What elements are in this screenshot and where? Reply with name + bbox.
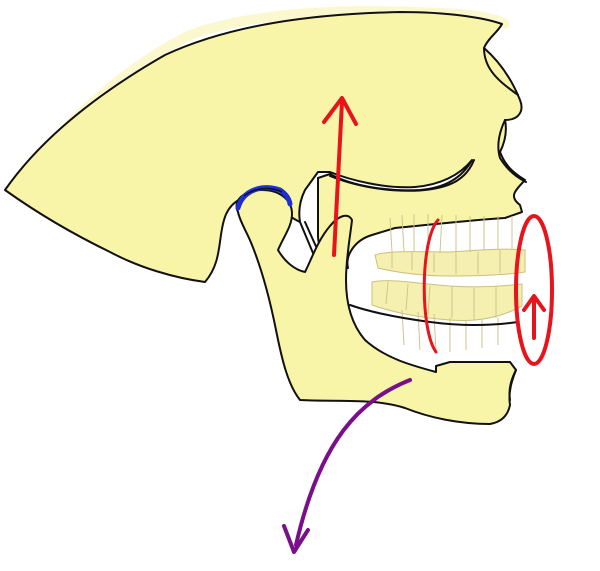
zygomatic-line <box>329 159 475 192</box>
molar-pivot-bracket <box>422 218 440 354</box>
occlusal-line <box>349 304 519 326</box>
upward-force-arrow <box>322 96 358 257</box>
disc-edge <box>243 187 283 197</box>
nasal-profile <box>483 47 527 183</box>
downward-curved-arrow <box>282 378 412 554</box>
lower-teeth <box>371 280 523 353</box>
upper-teeth <box>374 214 526 277</box>
chin-profile <box>508 369 517 401</box>
mandible <box>235 189 517 425</box>
rotation-ellipse <box>514 214 554 366</box>
